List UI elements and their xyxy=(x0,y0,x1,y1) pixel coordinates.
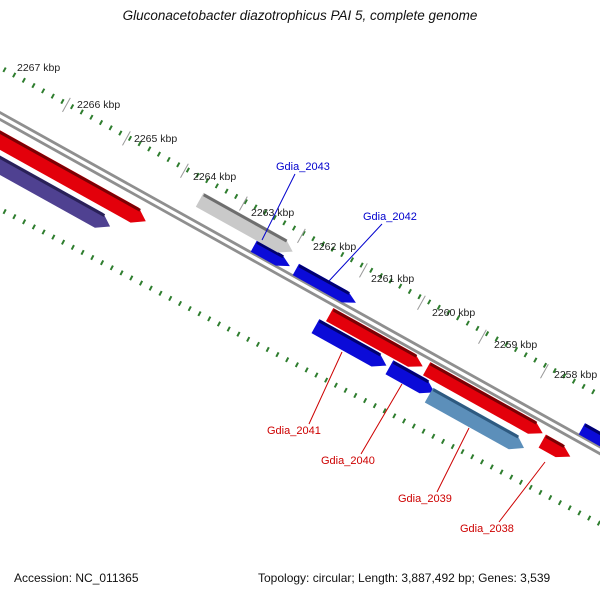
gene-label-gdia_2041: Gdia_2041 xyxy=(267,425,321,437)
tick-mark xyxy=(417,295,426,310)
gene-feature-bevel xyxy=(429,362,538,425)
tick-mark xyxy=(239,196,248,211)
tick-mark xyxy=(62,97,71,113)
gene-feature-gdia_2040 xyxy=(385,360,435,394)
gene-feature xyxy=(250,240,290,267)
gene-label-leader xyxy=(308,351,343,425)
gene-label-leader xyxy=(261,173,296,241)
tick-label: 2258 kbp xyxy=(554,369,597,381)
gene-label-gdia_2042: Gdia_2042 xyxy=(363,211,417,223)
gene-feature-gdia_2039 xyxy=(424,387,524,450)
tick-mark xyxy=(478,329,487,344)
gene-label-gdia_2039: Gdia_2039 xyxy=(398,493,452,505)
gene-feature-gdia_2043 xyxy=(195,192,293,253)
tick-mark xyxy=(540,364,549,379)
page-title: Gluconacetobacter diazotrophicus PAI 5, … xyxy=(122,8,478,23)
tick-label: 2267 kbp xyxy=(17,62,60,74)
gene-feature-bevel xyxy=(332,308,418,358)
tick-mark xyxy=(297,228,306,244)
gene-feature-gdia_2038 xyxy=(538,434,571,458)
gene-label-leader xyxy=(436,427,470,493)
gene-label-leader xyxy=(360,383,403,455)
gene-label-leader xyxy=(498,461,546,523)
genome-summary-text: Topology: circular; Length: 3,887,492 bp… xyxy=(258,571,551,585)
gene-feature-bevel xyxy=(202,193,288,243)
gene-label-gdia_2040: Gdia_2040 xyxy=(321,455,375,467)
gene-feature-bevel xyxy=(298,264,350,295)
gene-label-gdia_2038: Gdia_2038 xyxy=(460,523,514,535)
gene-label-leader xyxy=(328,223,383,282)
tick-label: 2266 kbp xyxy=(77,99,120,111)
gene-feature-bevel xyxy=(318,319,382,357)
gene-feature-bevel xyxy=(0,155,106,217)
tick-mark xyxy=(180,163,189,178)
tick-label: 2265 kbp xyxy=(134,133,177,145)
gene-feature-bevel xyxy=(432,388,520,439)
tick-label: 2262 kbp xyxy=(313,241,356,253)
tick-mark xyxy=(122,131,131,146)
gene-feature-bevel xyxy=(545,435,565,448)
gene-feature-bevel xyxy=(584,423,600,436)
tick-label: 2264 kbp xyxy=(193,171,236,183)
gene-feature-gdia_2042 xyxy=(292,263,356,303)
tick-label: 2263 kbp xyxy=(251,207,294,219)
gene-feature-gdia_2041 xyxy=(311,319,387,367)
tick-label: 2259 kbp xyxy=(494,339,537,351)
gene-feature xyxy=(423,362,543,434)
accession-text: Accession: NC_011365 xyxy=(14,571,139,585)
minor-ticks-inner xyxy=(0,206,600,527)
tick-mark xyxy=(359,263,368,278)
gene-feature-bevel xyxy=(392,361,430,384)
backbone-outer-line xyxy=(0,110,600,449)
gene-feature-bevel xyxy=(0,130,141,212)
gene-label-gdia_2043: Gdia_2043 xyxy=(276,161,330,173)
minor-ticks-outer xyxy=(0,64,600,399)
tick-label: 2260 kbp xyxy=(432,307,475,319)
gene-feature xyxy=(326,308,423,367)
backbone-inner-line xyxy=(0,117,600,456)
tick-label: 2261 kbp xyxy=(371,273,414,285)
gene-feature-bevel xyxy=(256,241,284,259)
